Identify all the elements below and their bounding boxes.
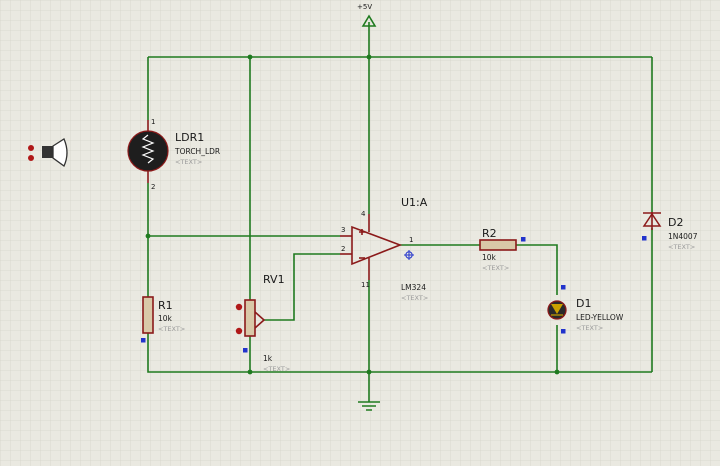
d2-ref: D2 xyxy=(668,216,683,229)
vcc-label: +5V xyxy=(357,3,372,11)
d1-probe-marker-bottom[interactable] xyxy=(561,329,566,334)
r1-ref: R1 xyxy=(158,299,173,312)
r1-component[interactable]: R1 10k <TEXT> xyxy=(141,296,185,343)
u1-pin11: 11 xyxy=(361,281,370,289)
ldr1-text: <TEXT> xyxy=(175,158,202,166)
ground-terminal[interactable] xyxy=(358,401,380,411)
d1-probe-marker-top[interactable] xyxy=(561,285,566,290)
r2-component[interactable]: R2 10k <TEXT> xyxy=(479,227,526,272)
ldr1-pin2: 2 xyxy=(151,183,155,191)
u1-ref: U1:A xyxy=(401,196,428,209)
speaker-icon[interactable] xyxy=(28,138,68,167)
d1-led[interactable]: D1 LED-YELLOW <TEXT> xyxy=(547,285,624,334)
u1-opamp[interactable]: 3 2 4 11 1 U1:A LM324 <TEXT> xyxy=(340,196,428,302)
u1-pin1: 1 xyxy=(409,236,413,244)
u1-text: <TEXT> xyxy=(401,294,428,302)
d1-value: LED-YELLOW xyxy=(576,313,624,322)
crosshair-cursor-icon xyxy=(404,250,414,260)
d2-value: 1N4007 xyxy=(668,232,698,241)
power-terminal-vcc[interactable]: +5V xyxy=(357,3,377,27)
ldr1-value: TORCH_LDR xyxy=(174,147,220,156)
u1-value: LM324 xyxy=(401,283,426,292)
r2-ref: R2 xyxy=(482,227,497,240)
d2-diode[interactable]: D2 1N4007 <TEXT> xyxy=(642,212,698,251)
wires xyxy=(147,22,653,402)
rv1-text: <TEXT> xyxy=(263,365,290,373)
ldr1-component[interactable]: 1 2 LDR1 TORCH_LDR <TEXT> xyxy=(127,118,220,191)
d1-text: <TEXT> xyxy=(576,324,603,332)
r1-probe-marker[interactable] xyxy=(141,338,146,343)
u1-pin3: 3 xyxy=(341,226,345,234)
r2-value: 10k xyxy=(482,253,497,262)
ldr1-ref: LDR1 xyxy=(175,131,204,144)
d1-ref: D1 xyxy=(576,297,591,310)
d2-probe-marker[interactable] xyxy=(642,236,647,241)
ldr1-pin1: 1 xyxy=(151,118,155,126)
rv1-component[interactable]: RV1 1k <TEXT> xyxy=(235,273,290,373)
r2-text: <TEXT> xyxy=(482,264,509,272)
r2-probe-marker[interactable] xyxy=(521,237,526,242)
rv1-ref: RV1 xyxy=(263,273,285,286)
r1-text: <TEXT> xyxy=(158,325,185,333)
u1-pin4: 4 xyxy=(361,210,366,218)
u1-pin2: 2 xyxy=(341,245,345,253)
junctions xyxy=(145,54,560,375)
rv1-value: 1k xyxy=(263,354,273,363)
r1-value: 10k xyxy=(158,314,173,323)
d2-text: <TEXT> xyxy=(668,243,695,251)
rv1-probe-marker[interactable] xyxy=(243,348,248,353)
